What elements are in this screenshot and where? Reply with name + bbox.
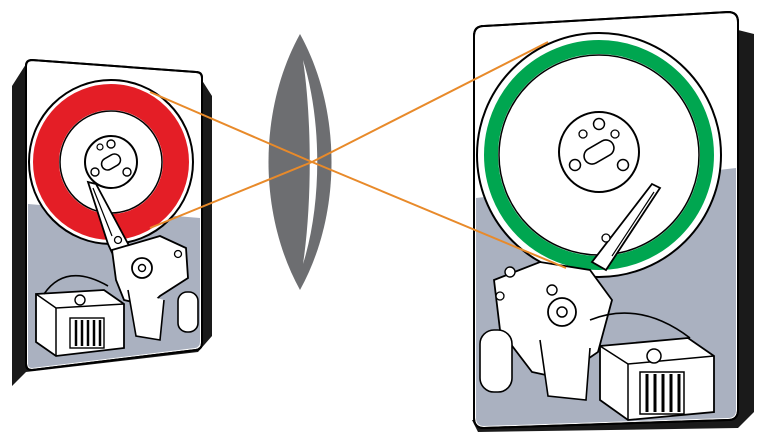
right-hub-screw [616,158,630,172]
right-drive-case-outline [473,10,739,430]
right-arm-screw [601,233,611,243]
right-pivot-center [556,306,568,318]
left-hub-screw [106,139,116,149]
right-hub-screw [568,158,582,172]
light-rays [149,41,567,269]
left-connector-block [35,274,125,357]
left-spindle-slot [100,153,122,171]
right-actuator-screw [504,266,516,278]
right-hub-screw [592,117,606,131]
left-hard-drive [12,58,212,386]
right-connector-block [589,312,715,421]
left-drive-case-outline [25,58,203,372]
left-hub-screw [96,143,104,151]
ray-bottom-right [311,161,567,269]
right-spindle-slot [583,139,615,165]
right-actuator-arm [590,182,662,272]
left-pivot-center [137,263,147,273]
right-actuator-screw [546,284,558,296]
left-arm-slider [92,187,113,237]
left-flex-cable [127,289,165,341]
lens-outer [268,34,332,290]
ray-bottom-left [149,161,313,229]
right-magnet-pad [479,329,513,393]
ray-top-right [311,41,549,163]
right-hub-screw [610,129,620,139]
left-actuator-screw [113,235,123,245]
right-hub-screw [578,129,588,139]
right-hard-drive [472,10,754,432]
left-hub-screw [122,167,132,177]
ray-top-left [149,91,313,163]
left-actuator-screw [173,249,183,259]
right-flex-cable [539,339,591,401]
right-arm-slider [611,191,655,257]
convex-lens-icon [268,34,332,290]
left-magnet-pad [177,291,199,333]
right-actuator-screw [495,291,505,301]
left-hub-screw [90,167,100,177]
